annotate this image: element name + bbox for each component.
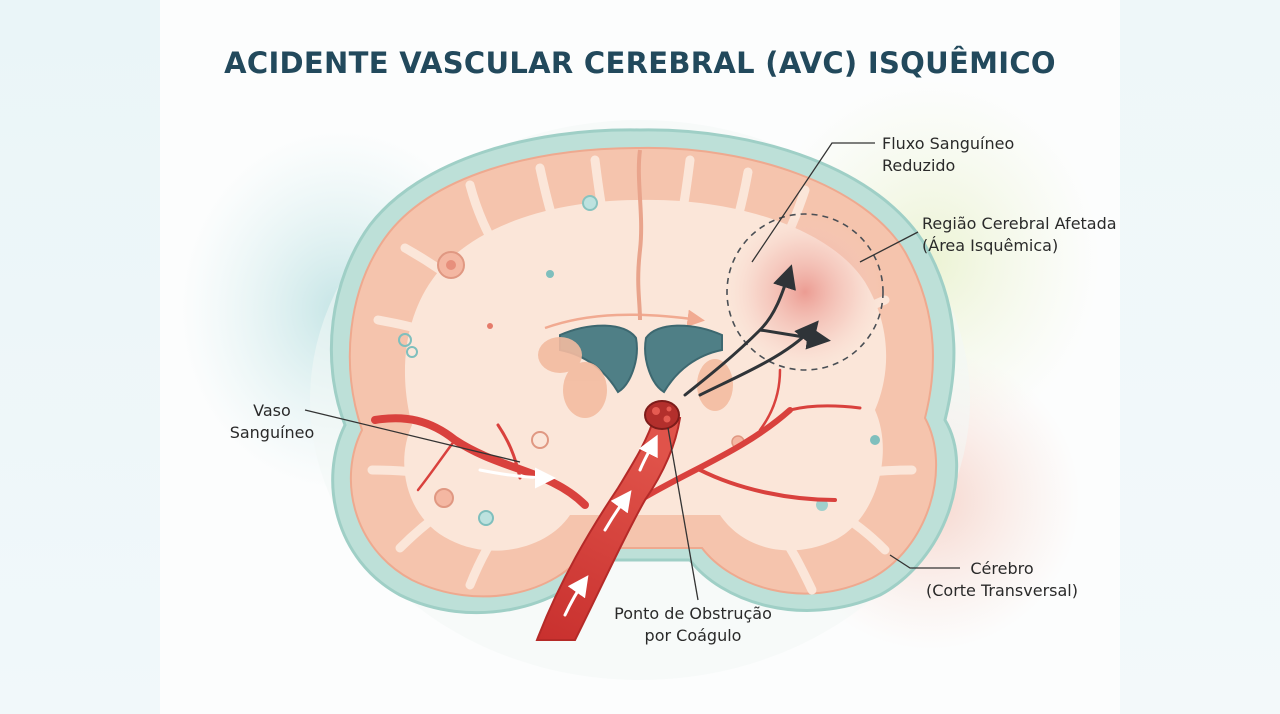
left-margin bbox=[0, 0, 160, 714]
left-ventricle bbox=[559, 324, 638, 394]
leader-blood-vessel bbox=[304, 409, 521, 463]
longitudinal-fissure bbox=[636, 149, 644, 321]
ischemic-region bbox=[726, 213, 884, 371]
clot-icon bbox=[644, 400, 680, 430]
label-blood-vessel-line2: Sanguíneo bbox=[229, 423, 315, 442]
label-reduced-flow-line2: Reduzido bbox=[882, 156, 956, 175]
label-reduced-flow: Fluxo Sanguíneo Reduzido bbox=[882, 133, 1014, 177]
label-reduced-flow-line1: Fluxo Sanguíneo bbox=[882, 134, 1015, 153]
corpus-callosum-arrow bbox=[544, 309, 705, 330]
label-brain-line1: Cérebro bbox=[970, 559, 1034, 578]
leader-lines bbox=[304, 142, 960, 601]
leader-obstruction bbox=[667, 427, 699, 601]
label-obstruction-line2: por Coágulo bbox=[644, 626, 742, 645]
label-brain-line2: (Corte Transversal) bbox=[926, 581, 1078, 600]
label-blood-vessel-line1: Vaso bbox=[253, 401, 291, 420]
leader-reduced-flow bbox=[751, 142, 875, 263]
label-blood-vessel: Vaso Sanguíneo bbox=[212, 400, 332, 444]
label-affected-region-line1: Região Cerebral Afetada bbox=[922, 214, 1117, 233]
label-affected-region: Região Cerebral Afetada (Área Isquêmica) bbox=[922, 213, 1117, 257]
label-obstruction-point: Ponto de Obstrução por Coágulo bbox=[598, 603, 788, 647]
page-title: ACIDENTE VASCULAR CEREBRAL (AVC) ISQUÊMI… bbox=[224, 46, 1056, 80]
reduced-flow-arrows bbox=[683, 264, 831, 397]
deep-nuclei bbox=[538, 337, 733, 418]
label-brain: Cérebro (Corte Transversal) bbox=[916, 558, 1088, 602]
right-margin bbox=[1120, 0, 1280, 714]
label-affected-region-line2: (Área Isquêmica) bbox=[922, 236, 1059, 255]
label-obstruction-line1: Ponto de Obstrução bbox=[614, 604, 772, 623]
leader-affected-region bbox=[859, 231, 919, 263]
leader-brain bbox=[889, 554, 960, 569]
gyri-folds bbox=[367, 155, 917, 595]
flow-arrows bbox=[478, 434, 658, 617]
right-ventricle bbox=[644, 324, 723, 394]
